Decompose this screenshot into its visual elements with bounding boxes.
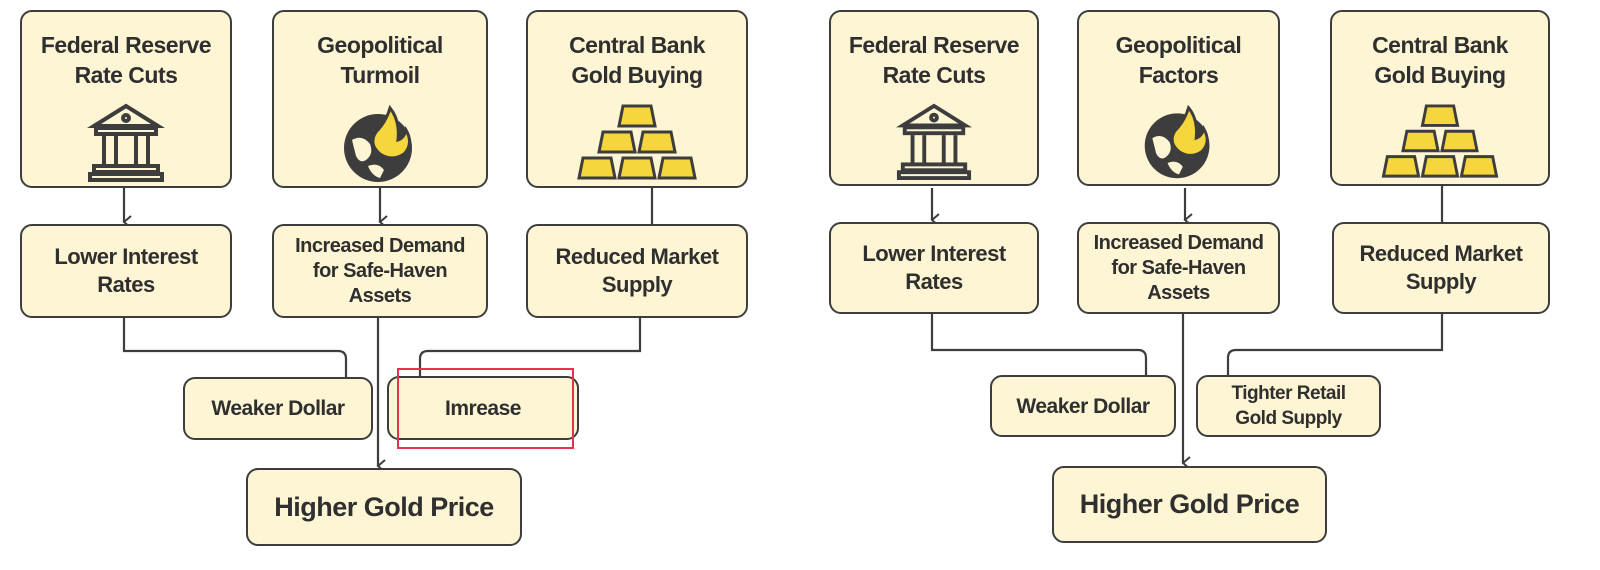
burning-globe-icon [344,104,412,182]
intermediate-label: Imrease [445,396,521,420]
line-supply-to-retail [1226,314,1444,376]
highlight-box [397,368,574,449]
effect-label: Increased Demand for Safe-Haven Assets [1093,231,1264,304]
cause-title: Geopolitical Factors [1115,32,1242,88]
intermediate-increase: Imrease [387,376,579,440]
effect-safe-haven: Increased Demand for Safe-Haven Assets [1077,222,1280,314]
cause-title: Federal Reserve Rate Cuts [40,32,212,88]
cause-title: Federal Reserve Rate Cuts [848,32,1020,88]
gold-bars-icon [577,104,697,180]
cause-rate-cuts: Federal Reserve Rate Cuts [20,10,232,188]
cause-title: Geopolitical Turmoil [317,32,443,88]
intermediate-weaker-dollar: Weaker Dollar [990,375,1176,437]
bank-building-icon [87,103,165,182]
effect-label: Reduced Market Supply [555,244,719,297]
cause-geopolitical: Geopolitical Turmoil [272,10,488,188]
intermediate-retail-supply: Tighter Retail Gold Supply [1196,375,1381,437]
effect-safe-haven: Increased Demand for Safe-Haven Assets [272,224,488,318]
result-higher-gold-price: Higher Gold Price [246,468,522,546]
result-higher-gold-price: Higher Gold Price [1052,466,1327,543]
effect-label: Lower Interest Rates [54,244,198,297]
effect-label: Lower Interest Rates [862,241,1006,294]
intermediate-label: Weaker Dollar [1016,394,1150,418]
intermediate-label: Weaker Dollar [211,397,345,420]
burning-globe-icon [1144,104,1209,179]
intermediate-weaker-dollar: Weaker Dollar [183,377,373,440]
effect-reduced-supply: Reduced Market Supply [526,224,748,318]
effect-label: Increased Demand for Safe-Haven Assets [295,234,465,307]
result-label: Higher Gold Price [1079,489,1300,519]
result-label: Higher Gold Price [274,491,494,522]
cause-title: Central Bank Gold Buying [1372,32,1508,88]
gold-bars-icon [1381,104,1499,178]
cause-geopolitical: Geopolitical Factors [1077,10,1280,186]
cause-title: Central Bank Gold Buying [569,32,705,88]
cause-rate-cuts: Federal Reserve Rate Cuts [829,10,1039,186]
bank-building-icon [896,103,972,180]
intermediate-label: Tighter Retail Gold Supply [1231,383,1346,429]
line-supply-to-increase [418,318,642,378]
cause-central-bank: Central Bank Gold Buying [1330,10,1550,186]
effect-reduced-supply: Reduced Market Supply [1332,222,1550,314]
line-lower-rates-to-weaker-dollar [122,318,348,378]
effect-label: Reduced Market Supply [1359,241,1523,294]
effect-lower-rates: Lower Interest Rates [829,222,1039,314]
line-lower-rates-to-weaker-dollar [930,314,1148,376]
effect-lower-rates: Lower Interest Rates [20,224,232,318]
cause-central-bank: Central Bank Gold Buying [526,10,748,188]
